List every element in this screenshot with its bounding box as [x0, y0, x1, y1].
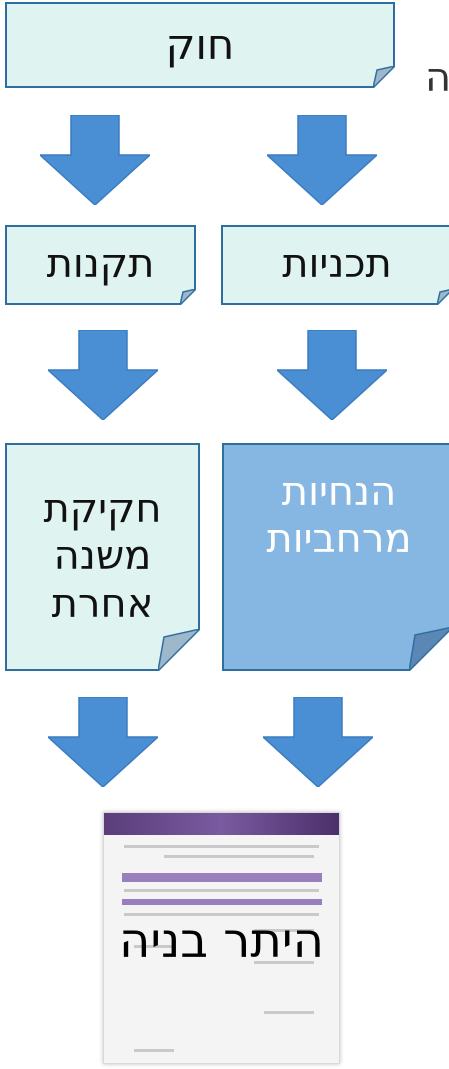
building-permit-label: היתר בניה — [118, 913, 325, 969]
law-box: חוק — [5, 2, 395, 88]
document-table-header — [122, 899, 322, 905]
arrow-down-icon — [48, 330, 158, 420]
plans-box: תכניות — [221, 225, 449, 305]
document-line — [134, 945, 174, 948]
arrow-down-icon — [48, 697, 158, 787]
arrow-down-icon — [267, 115, 377, 205]
document-line — [124, 913, 319, 916]
regulations-label: תקנות — [46, 241, 155, 288]
document-table-header — [122, 873, 322, 882]
page-fold-icon — [180, 289, 196, 305]
arrow-down-icon — [263, 697, 373, 787]
arrow-down-icon — [277, 330, 387, 420]
document-line — [134, 1049, 174, 1052]
page-fold-icon — [158, 629, 200, 671]
secondary-legislation-box: חקיקת משנה אחרת — [5, 443, 200, 671]
document-line — [264, 1011, 314, 1014]
page-fold-icon — [409, 627, 449, 671]
building-permit-document: היתר בניה — [103, 812, 340, 1064]
document-line — [254, 929, 314, 932]
document-line — [254, 961, 314, 964]
page-fold-icon — [373, 66, 395, 88]
cutoff-text: ה — [425, 55, 449, 101]
document-line — [164, 855, 314, 858]
page-fold-icon — [437, 289, 449, 305]
spatial-guidelines-label: הנחיות מרחביות — [266, 469, 412, 563]
spatial-guidelines-box: הנחיות מרחביות — [222, 443, 449, 671]
document-header-banner — [104, 813, 339, 835]
law-label: חוק — [165, 20, 235, 70]
secondary-legislation-label: חקיקת משנה אחרת — [43, 486, 162, 627]
document-line — [124, 889, 319, 892]
plans-label: תכניות — [282, 241, 392, 288]
document-line — [124, 845, 319, 848]
arrow-down-icon — [40, 115, 150, 205]
regulations-box: תקנות — [5, 225, 196, 305]
